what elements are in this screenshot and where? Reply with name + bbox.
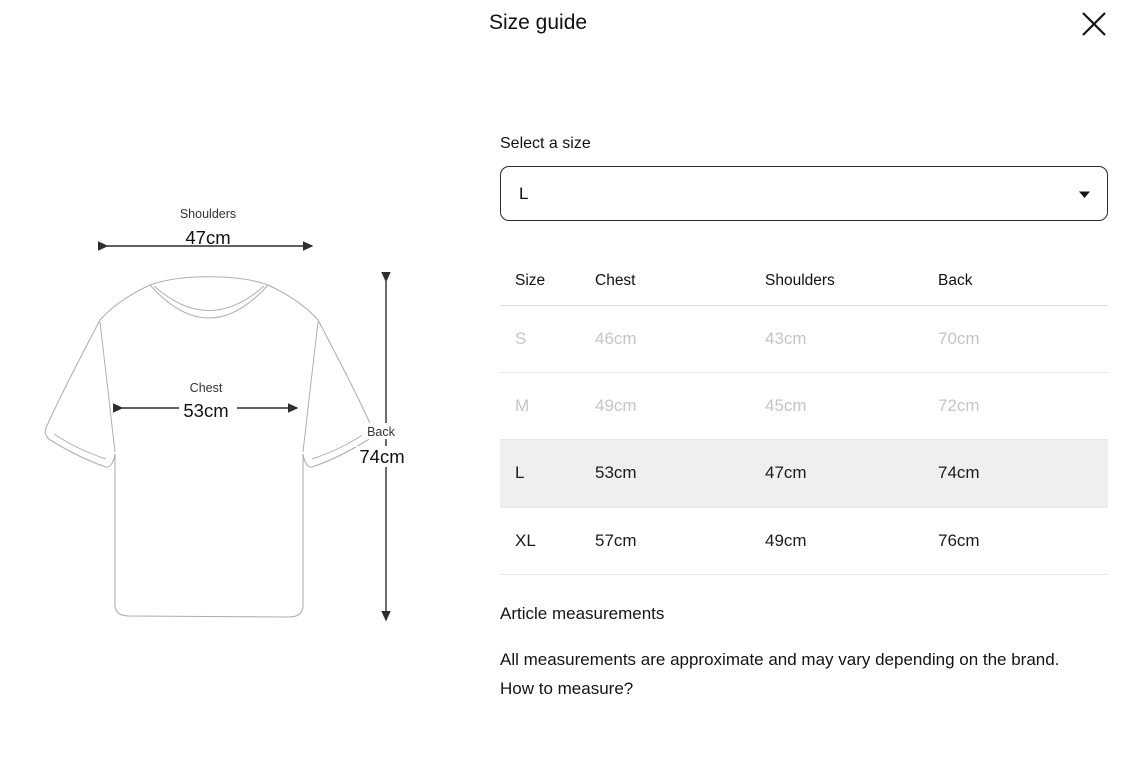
- size-select-value: L: [519, 183, 529, 203]
- chevron-down-icon: [1079, 191, 1090, 198]
- measurements-note-text: All measurements are approximate and may…: [500, 650, 1060, 669]
- column-header-chest: Chest: [580, 270, 750, 306]
- shoulders-label: Shoulders: [180, 207, 236, 221]
- cell-chest: 57cm: [580, 507, 750, 575]
- size-select[interactable]: L: [500, 166, 1108, 221]
- cell-shoulders: 45cm: [750, 372, 923, 440]
- back-label: Back: [367, 425, 396, 439]
- shoulders-value: 47cm: [185, 227, 230, 248]
- cell-shoulders: 47cm: [750, 439, 923, 508]
- size-table: Size Chest Shoulders Back S 46cm 43cm 70…: [500, 270, 1108, 575]
- cell-size: M: [500, 372, 580, 440]
- chest-value: 53cm: [183, 400, 228, 421]
- cell-back: 72cm: [923, 372, 1108, 440]
- size-row-m[interactable]: M 49cm 45cm 72cm: [500, 372, 1108, 440]
- back-value: 74cm: [359, 446, 404, 467]
- size-row-xl[interactable]: XL 57cm 49cm 76cm: [500, 507, 1108, 575]
- tshirt-outline: [44, 276, 374, 618]
- cell-shoulders: 43cm: [750, 305, 923, 373]
- cell-back: 76cm: [923, 507, 1108, 575]
- cell-back: 70cm: [923, 305, 1108, 373]
- select-size-label: Select a size: [500, 135, 591, 152]
- close-button[interactable]: [1072, 2, 1116, 46]
- column-header-size: Size: [500, 270, 580, 306]
- cell-back: 74cm: [923, 439, 1108, 508]
- size-row-s[interactable]: S 46cm 43cm 70cm: [500, 305, 1108, 373]
- cell-size: XL: [500, 507, 580, 575]
- measurements-note: All measurements are approximate and may…: [500, 645, 1084, 703]
- cell-size: L: [500, 439, 580, 508]
- size-row-l[interactable]: L 53cm 47cm 74cm: [500, 439, 1108, 508]
- cell-shoulders: 49cm: [750, 507, 923, 575]
- tshirt-diagram: Shoulders 47cm Chest 53cm Back 74cm: [40, 190, 420, 635]
- close-icon: [1082, 12, 1106, 36]
- page-title: Size guide: [489, 11, 588, 34]
- cell-chest: 53cm: [580, 439, 750, 508]
- size-table-header: Size Chest Shoulders Back: [500, 270, 1108, 306]
- cell-size: S: [500, 305, 580, 373]
- chest-label: Chest: [190, 381, 223, 395]
- cell-chest: 46cm: [580, 305, 750, 373]
- cell-chest: 49cm: [580, 372, 750, 440]
- column-header-shoulders: Shoulders: [750, 270, 923, 306]
- column-header-back: Back: [923, 270, 1108, 306]
- article-measurements-heading: Article measurements: [500, 604, 665, 623]
- how-to-measure-link[interactable]: How to measure?: [500, 679, 634, 698]
